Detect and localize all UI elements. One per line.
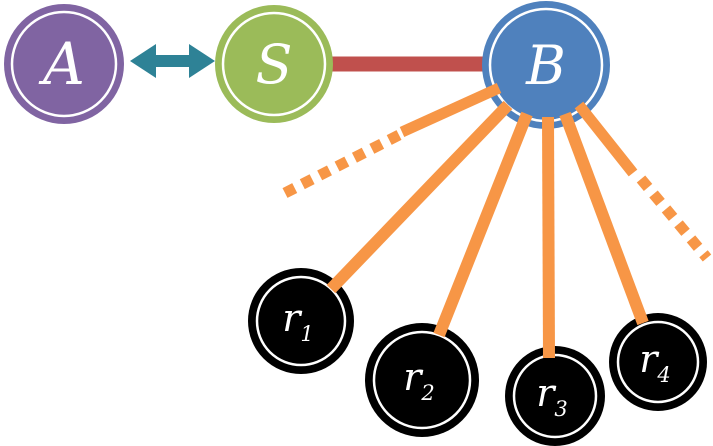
node-r3-disc (505, 346, 605, 446)
node-B-disc (482, 1, 610, 129)
node-A-ring (10, 10, 118, 118)
edge-B-r3-ray (542, 116, 555, 359)
edge-B-ghost-left-ray-dashed (282, 130, 402, 198)
node-r3-label: r3 (536, 371, 568, 421)
node-r1-label: r1 (282, 296, 314, 346)
edges-under-layer (130, 44, 486, 78)
node-B-label: B (525, 34, 566, 97)
node-r2-disc (365, 323, 479, 437)
node-r4-label: r4 (639, 337, 671, 387)
node-r1-disc (248, 268, 354, 374)
node-A-label: A (38, 30, 85, 98)
node-r2-ring (372, 330, 472, 430)
edge-B-ghost-left-ray-solid (399, 82, 502, 138)
edge-B-ghost-right-ray-solid (574, 101, 638, 177)
node-r2: r2 (365, 323, 479, 437)
edge-A-S-double-arrow (130, 44, 215, 78)
node-r4-disc (609, 313, 707, 411)
node-r1: r1 (248, 268, 354, 374)
node-S-disc (215, 5, 333, 123)
node-r3-ring (512, 353, 598, 439)
node-r4-ring (616, 320, 700, 404)
edges-over-layer (282, 82, 712, 359)
node-S-ring (221, 11, 327, 117)
node-A-disc (4, 4, 124, 124)
node-r4: r4 (609, 313, 707, 411)
edge-B-r2-ray (433, 111, 533, 338)
edge-B-r4-ray (559, 111, 649, 326)
node-S-label: S (256, 33, 293, 96)
node-S: S (215, 5, 333, 123)
nodes-layer: A S Br1 r2 r3 r4 (4, 1, 707, 446)
edge-B-ghost-right-ray-dashed (636, 175, 712, 262)
edge-B-r1-ray (326, 100, 513, 294)
node-r1-ring (255, 275, 347, 367)
node-r3: r3 (505, 346, 605, 446)
node-A: A (4, 4, 124, 124)
node-r2-label: r2 (403, 355, 435, 405)
